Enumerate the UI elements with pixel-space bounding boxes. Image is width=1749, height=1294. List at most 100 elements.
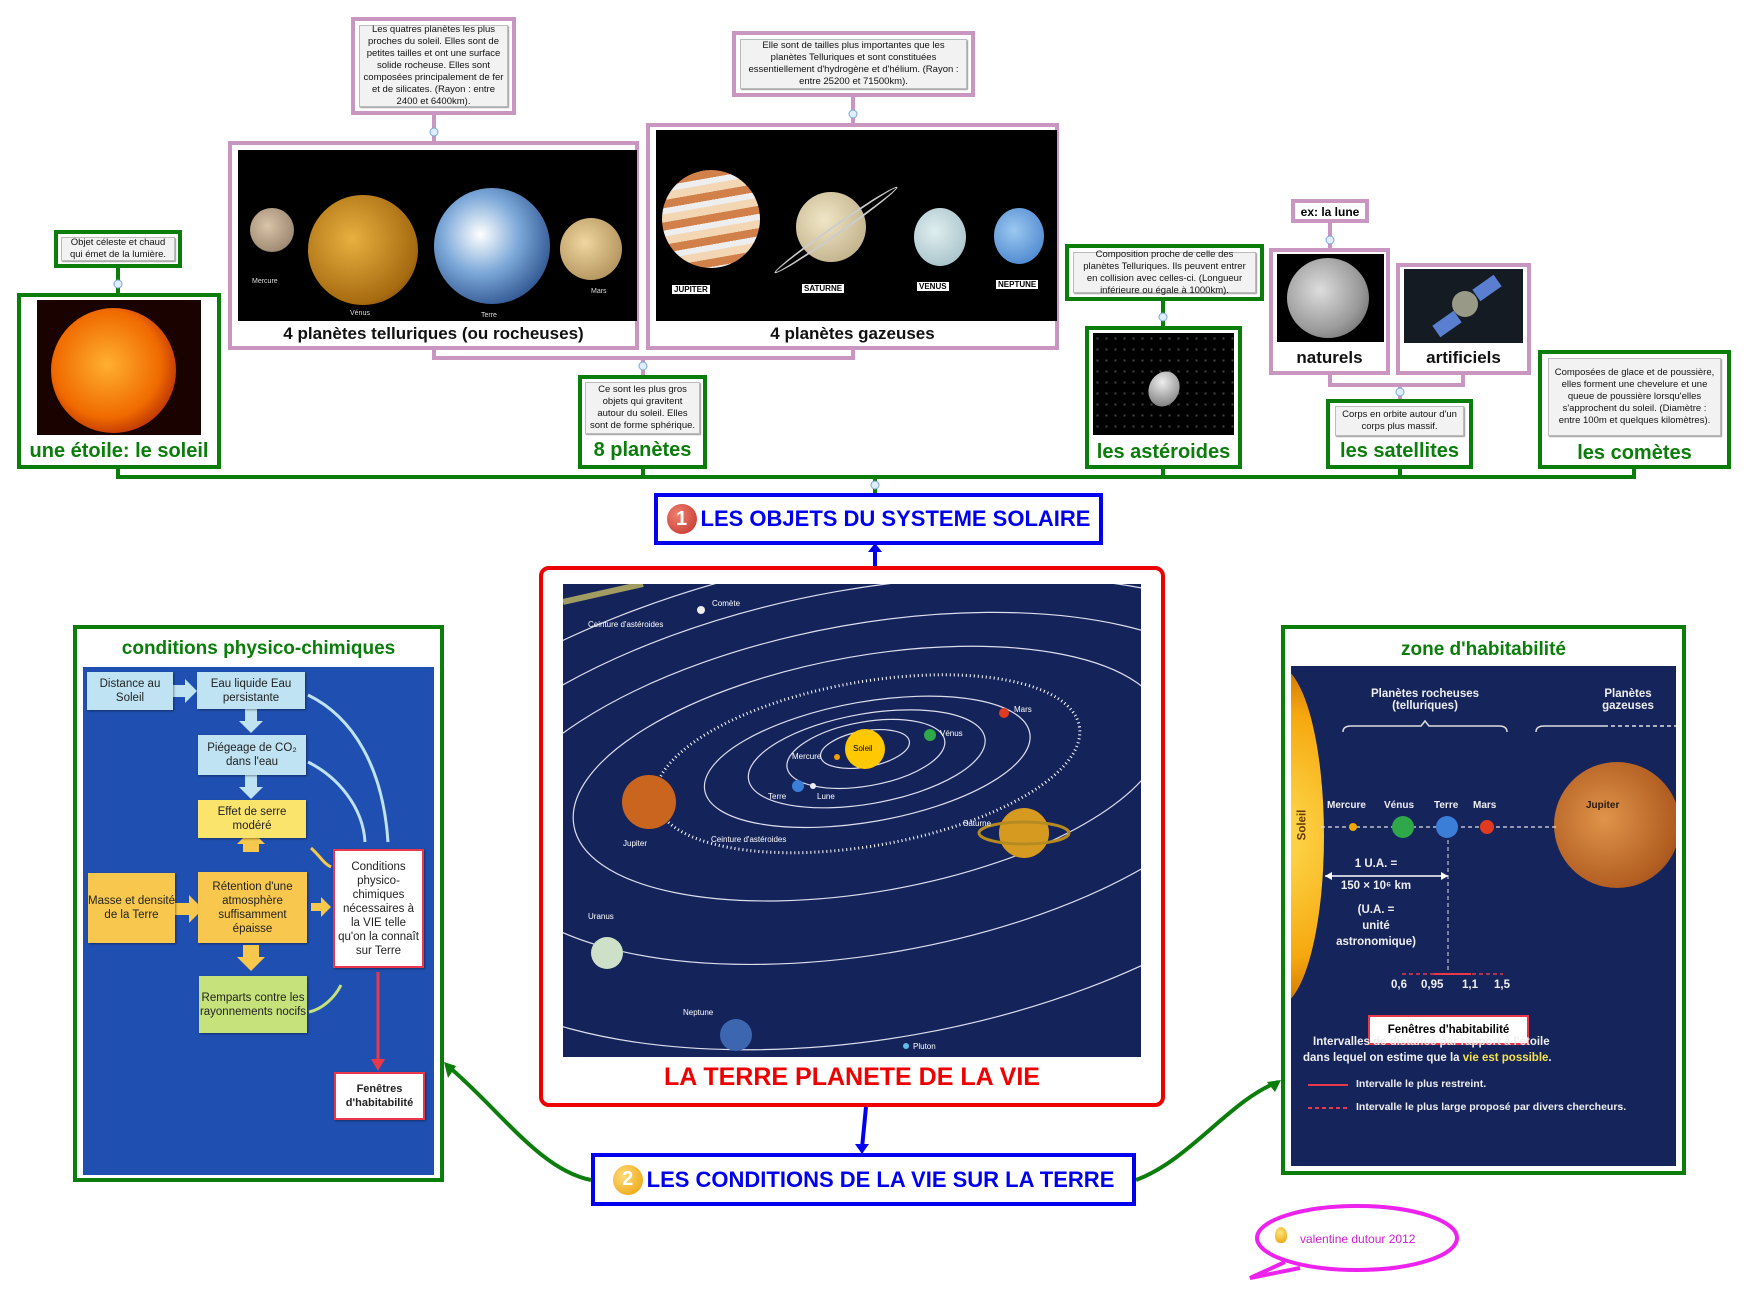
label-sun-vertical: Soleil [1296,809,1309,841]
label-venus: Vénus [940,729,963,738]
label-earth: Terre [768,792,787,801]
box-mass: Masse et densité de la Terre [88,873,175,943]
au-line-1: 1 U.A. = [1354,858,1398,870]
label-mars: Mars [1014,705,1032,714]
gas-label: 4 planètes gazeuses [770,324,935,343]
node-physico-chemical[interactable]: conditions physico-chimiques Distance au… [73,625,444,1182]
label-pluto: Pluton [913,1042,936,1051]
desc-highlight: vie est possible [1462,1052,1549,1064]
telluric-note: Les quatres planètes les plus proches du… [359,24,508,107]
moon-note: ex: la lune [1300,205,1360,219]
au-line-2: 150 × 10⁶ km [1340,880,1412,892]
label-earth: Terre [1434,800,1459,811]
node-artificial-satellites[interactable]: artificiels [1396,263,1531,375]
telluric-note-box[interactable]: Les quatres planètes les plus proches du… [351,17,516,115]
moon-note-box[interactable]: ex: la lune [1291,199,1369,223]
label-comet: Comète [712,599,741,608]
au-line-3: (U.A. = [1357,904,1395,916]
planet-label: VENUS [917,282,949,291]
label-mercury: Mercure [1327,800,1366,811]
central-node[interactable]: Comète Ceinture d'astéroides Soleil Mars… [539,566,1165,1107]
desc-line-2: dans lequel on estime que la vie est pos… [1303,1052,1552,1064]
label-rocky: Planètes rocheuses (telluriques) [1370,688,1480,712]
label-gaseous: Planètes gazeuses [1602,688,1654,712]
node-planets[interactable]: Ce sont les plus gros objets qui gravite… [578,375,707,469]
sun-note-box[interactable]: Objet céleste et chaud qui émet de la lu… [54,230,182,268]
label-sun: Soleil [853,744,873,753]
satellites-label: les satellites [1340,440,1459,462]
sun-mark [845,729,885,769]
satellite-photo [1404,269,1523,343]
branch-1-title[interactable]: 1 LES OBJETS DU SYSTEME SOLAIRE [654,493,1103,545]
telluric-label: 4 planètes telluriques (ou rocheuses) [283,324,584,343]
box-shield: Remparts contre les rayonnements nocifs [199,976,307,1033]
label-saturn: Saturne [963,819,992,828]
node-telluric-planets[interactable]: Mercure Vénus Terre Mars 4 planètes tell… [228,141,639,350]
artificial-label: artificiels [1426,348,1501,367]
box-greenhouse: Effet de serre modéré [198,800,306,838]
label-neptune: Neptune [683,1008,714,1017]
gas-photo: JUPITER SATURNE VENUS NEPTUNE [656,130,1057,321]
branch-2-title[interactable]: 2 LES CONDITIONS DE LA VIE SUR LA TERRE [591,1153,1136,1206]
node-satellites[interactable]: Corps en orbite autour d'un corps plus m… [1326,399,1473,469]
node-habitable-zone[interactable]: zone d'habitabilité Planètes rocheuses (… [1281,625,1686,1175]
box-windows: Fenêtres d'habitabilité [334,1072,425,1120]
satellites-note: Corps en orbite autour d'un corps plus m… [1335,406,1464,436]
label-uranus: Uranus [588,912,614,921]
asteroids-note: Composition proche de celle des planètes… [1073,249,1256,296]
planets-note: Ce sont les plus gros objets qui gravite… [585,382,700,434]
legend-narrow: Intervalle le plus restreint. [1356,1078,1487,1090]
box-co2: Piégeage de CO₂ dans l'eau [198,735,306,775]
gas-note-box[interactable]: Elle sont de tailles plus importantes qu… [732,31,975,97]
sun-photo [37,300,201,435]
lightbulb-icon [1275,1227,1287,1243]
node-comets[interactable]: Composées de glace et de poussière, elle… [1538,350,1731,469]
label-belt: Ceinture d'astéroides [711,835,787,844]
planet-label: Vénus [350,310,370,317]
box-atmosphere: Rétention d'une atmosphère suffisamment … [198,872,307,943]
signature-bubble [1249,1204,1459,1280]
legend-wide: Intervalle le plus large proposé par div… [1356,1101,1627,1113]
number-1-icon: 1 [666,504,697,534]
desc-end: . [1548,1052,1552,1064]
label-mercury: Mercure [792,752,822,761]
tick-label: 1,1 [1462,979,1478,991]
label-moon: Lune [817,792,835,801]
box-water: Eau liquide Eau persistante [197,672,305,709]
right-panel-title: zone d'habitabilité [1401,639,1566,660]
au-line-4: unité [1362,920,1390,932]
central-title: LA TERRE PLANETE DE LA VIE [664,1063,1040,1091]
label-venus: Vénus [1384,800,1415,811]
asteroids-note-box[interactable]: Composition proche de celle des planètes… [1065,244,1264,301]
comets-note: Composées de glace et de poussière, elle… [1548,358,1721,436]
flowchart-image: Distance au Soleil Eau liquide Eau persi… [83,667,434,1175]
au-line-5: astronomique) [1336,936,1416,948]
sun-note: Objet céleste et chaud qui émet de la lu… [61,237,175,261]
label-jupiter: Jupiter [1586,800,1620,811]
number-2-icon: 2 [612,1164,643,1195]
node-sun[interactable]: une étoile: le soleil [17,293,221,469]
planet-label: Mercure [252,278,278,285]
label-jupiter: Jupiter [623,839,648,848]
branch-2-label: LES CONDITIONS DE LA VIE SUR LA TERRE [646,1166,1115,1192]
node-gas-planets[interactable]: JUPITER SATURNE VENUS NEPTUNE 4 planètes… [646,123,1059,350]
node-asteroids[interactable]: les astéroides [1085,326,1242,469]
signature-text: valentine dutour 2012 [1300,1232,1416,1246]
sun-label: une étoile: le soleil [29,440,209,462]
node-natural-satellites[interactable]: naturels [1269,248,1390,375]
habitable-diagram-lines [1308,719,1676,1109]
branch-1-label: LES OBJETS DU SYSTEME SOLAIRE [700,506,1091,531]
connector-right [1135,1080,1279,1182]
telluric-photo: Mercure Vénus Terre Mars [238,150,637,321]
asteroids-label: les astéroides [1096,441,1231,463]
desc-text: dans lequel on estime que la [1303,1052,1463,1064]
windows-label: Fenêtres d'habitabilité [1368,1015,1529,1045]
habitable-zone-image: Planètes rocheuses (telluriques) Planète… [1291,666,1676,1166]
planets-label: 8 planètes [593,439,692,461]
box-conditions: Conditions physico-chimiques nécessaires… [333,849,424,968]
solar-system-image [563,584,1141,1057]
planet-label: Terre [481,312,497,319]
desc-line-1: Intervalles de distance par rapport à l'… [1313,1036,1550,1048]
solar-labels: Comète Ceinture d'astéroides Soleil Mars… [563,584,1141,1057]
